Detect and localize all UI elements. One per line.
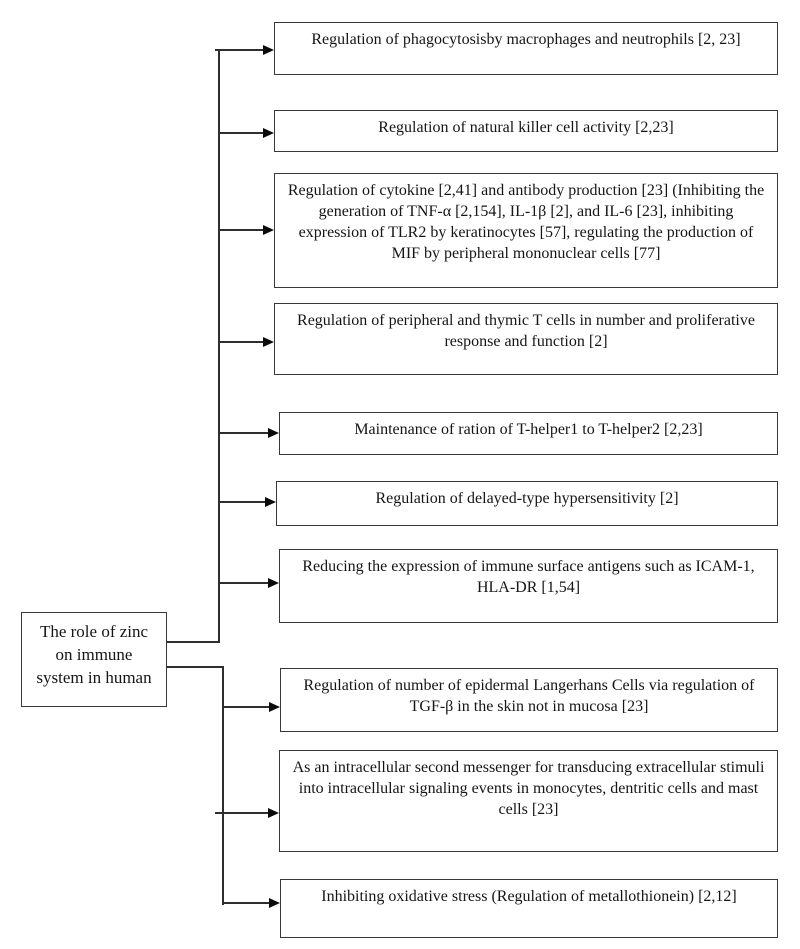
arrow-shaft-7	[218, 582, 268, 584]
arrowhead-icon-2	[263, 128, 274, 138]
node-natural-killer-activity: Regulation of natural killer cell activi…	[274, 110, 778, 152]
node-second-messenger: As an intracellular second messenger for…	[279, 750, 778, 852]
arrowhead-icon-4	[263, 337, 274, 347]
node-phagocytosis-regulation: Regulation of phagocytosisby macrophages…	[274, 22, 778, 75]
arrow-shaft-6	[218, 501, 265, 503]
source-node-zinc-role: The role of zinc on immune system in hum…	[21, 612, 167, 707]
arrow-shaft-2	[218, 132, 263, 134]
arrow-shaft-5	[218, 432, 268, 434]
arrowhead-icon-10	[269, 898, 280, 908]
arrowhead-icon-9	[268, 808, 279, 818]
arrowhead-icon-3	[263, 225, 274, 235]
node-delayed-hypersensitivity: Regulation of delayed-type hypersensitiv…	[276, 481, 778, 526]
connector-source-upper	[166, 641, 220, 643]
arrow-shaft-3	[218, 229, 263, 231]
arrowhead-icon-8	[269, 702, 280, 712]
node-cytokine-antibody-production: Regulation of cytokine [2,41] and antibo…	[274, 173, 778, 288]
node-oxidative-stress: Inhibiting oxidative stress (Regulation …	[280, 879, 778, 938]
node-thymic-t-cells: Regulation of peripheral and thymic T ce…	[274, 303, 778, 375]
arrow-shaft-1	[215, 49, 263, 51]
connector-trunk-upper	[218, 49, 220, 643]
arrowhead-icon-1	[263, 45, 274, 55]
connector-trunk-lower	[222, 666, 224, 905]
arrow-shaft-8	[222, 706, 269, 708]
node-langerhans-cells: Regulation of number of epidermal Langer…	[280, 668, 778, 732]
arrowhead-icon-6	[265, 497, 276, 507]
node-surface-antigens: Reducing the expression of immune surfac…	[279, 549, 778, 623]
arrowhead-icon-7	[268, 578, 279, 588]
node-t-helper-ratio: Maintenance of ration of T-helper1 to T-…	[279, 412, 778, 455]
connector-source-lower	[166, 666, 224, 668]
arrowhead-icon-5	[268, 428, 279, 438]
arrow-shaft-10	[222, 902, 269, 904]
arrow-shaft-4	[218, 341, 263, 343]
arrow-shaft-9	[215, 812, 268, 814]
